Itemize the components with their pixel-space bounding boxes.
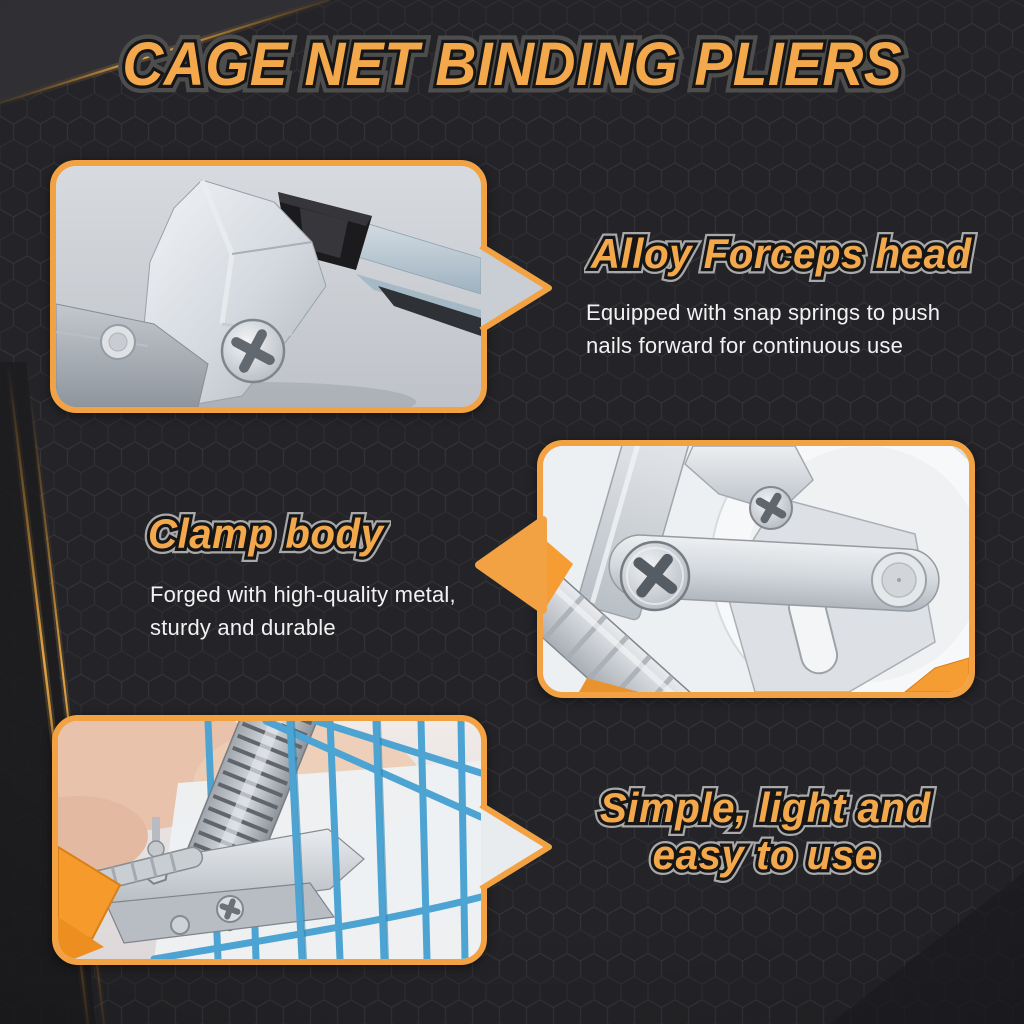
heading-text: Clamp body: [143, 504, 389, 562]
photo-alloy-forceps-head: [50, 160, 487, 413]
desc-line: sturdy and durable: [150, 615, 336, 640]
heading-text-line1: Simple, light and: [594, 778, 935, 836]
photo-pliers-in-use: [52, 715, 487, 965]
section-heading-simple-light: Simple, light and easy to use: [557, 778, 973, 884]
page-title-text: CAGE NET BINDING PLIERS: [115, 22, 908, 105]
heading-text-line2: easy to use: [647, 826, 882, 884]
section-heading-alloy-forceps: Alloy Forceps head: [586, 224, 987, 282]
section-heading-clamp-body: Clamp body: [143, 504, 393, 562]
section-desc-alloy-forceps: Equipped with snap springs to push nails…: [586, 296, 946, 362]
desc-line: Equipped with snap springs to push: [586, 300, 941, 325]
section-desc-clamp-body: Forged with high-quality metal, sturdy a…: [150, 578, 490, 644]
callout-tail-left-2: [475, 516, 547, 614]
page-title: CAGE NET BINDING PLIERS: [0, 22, 1024, 105]
desc-line: Forged with high-quality metal,: [150, 582, 456, 607]
callout-tail-right-3: [479, 802, 552, 891]
heading-text: Alloy Forceps head: [586, 224, 977, 282]
callout-tail-right-1: [479, 243, 552, 333]
desc-line: nails forward for continuous use: [586, 333, 904, 358]
photo-clamp-body: [537, 440, 975, 698]
